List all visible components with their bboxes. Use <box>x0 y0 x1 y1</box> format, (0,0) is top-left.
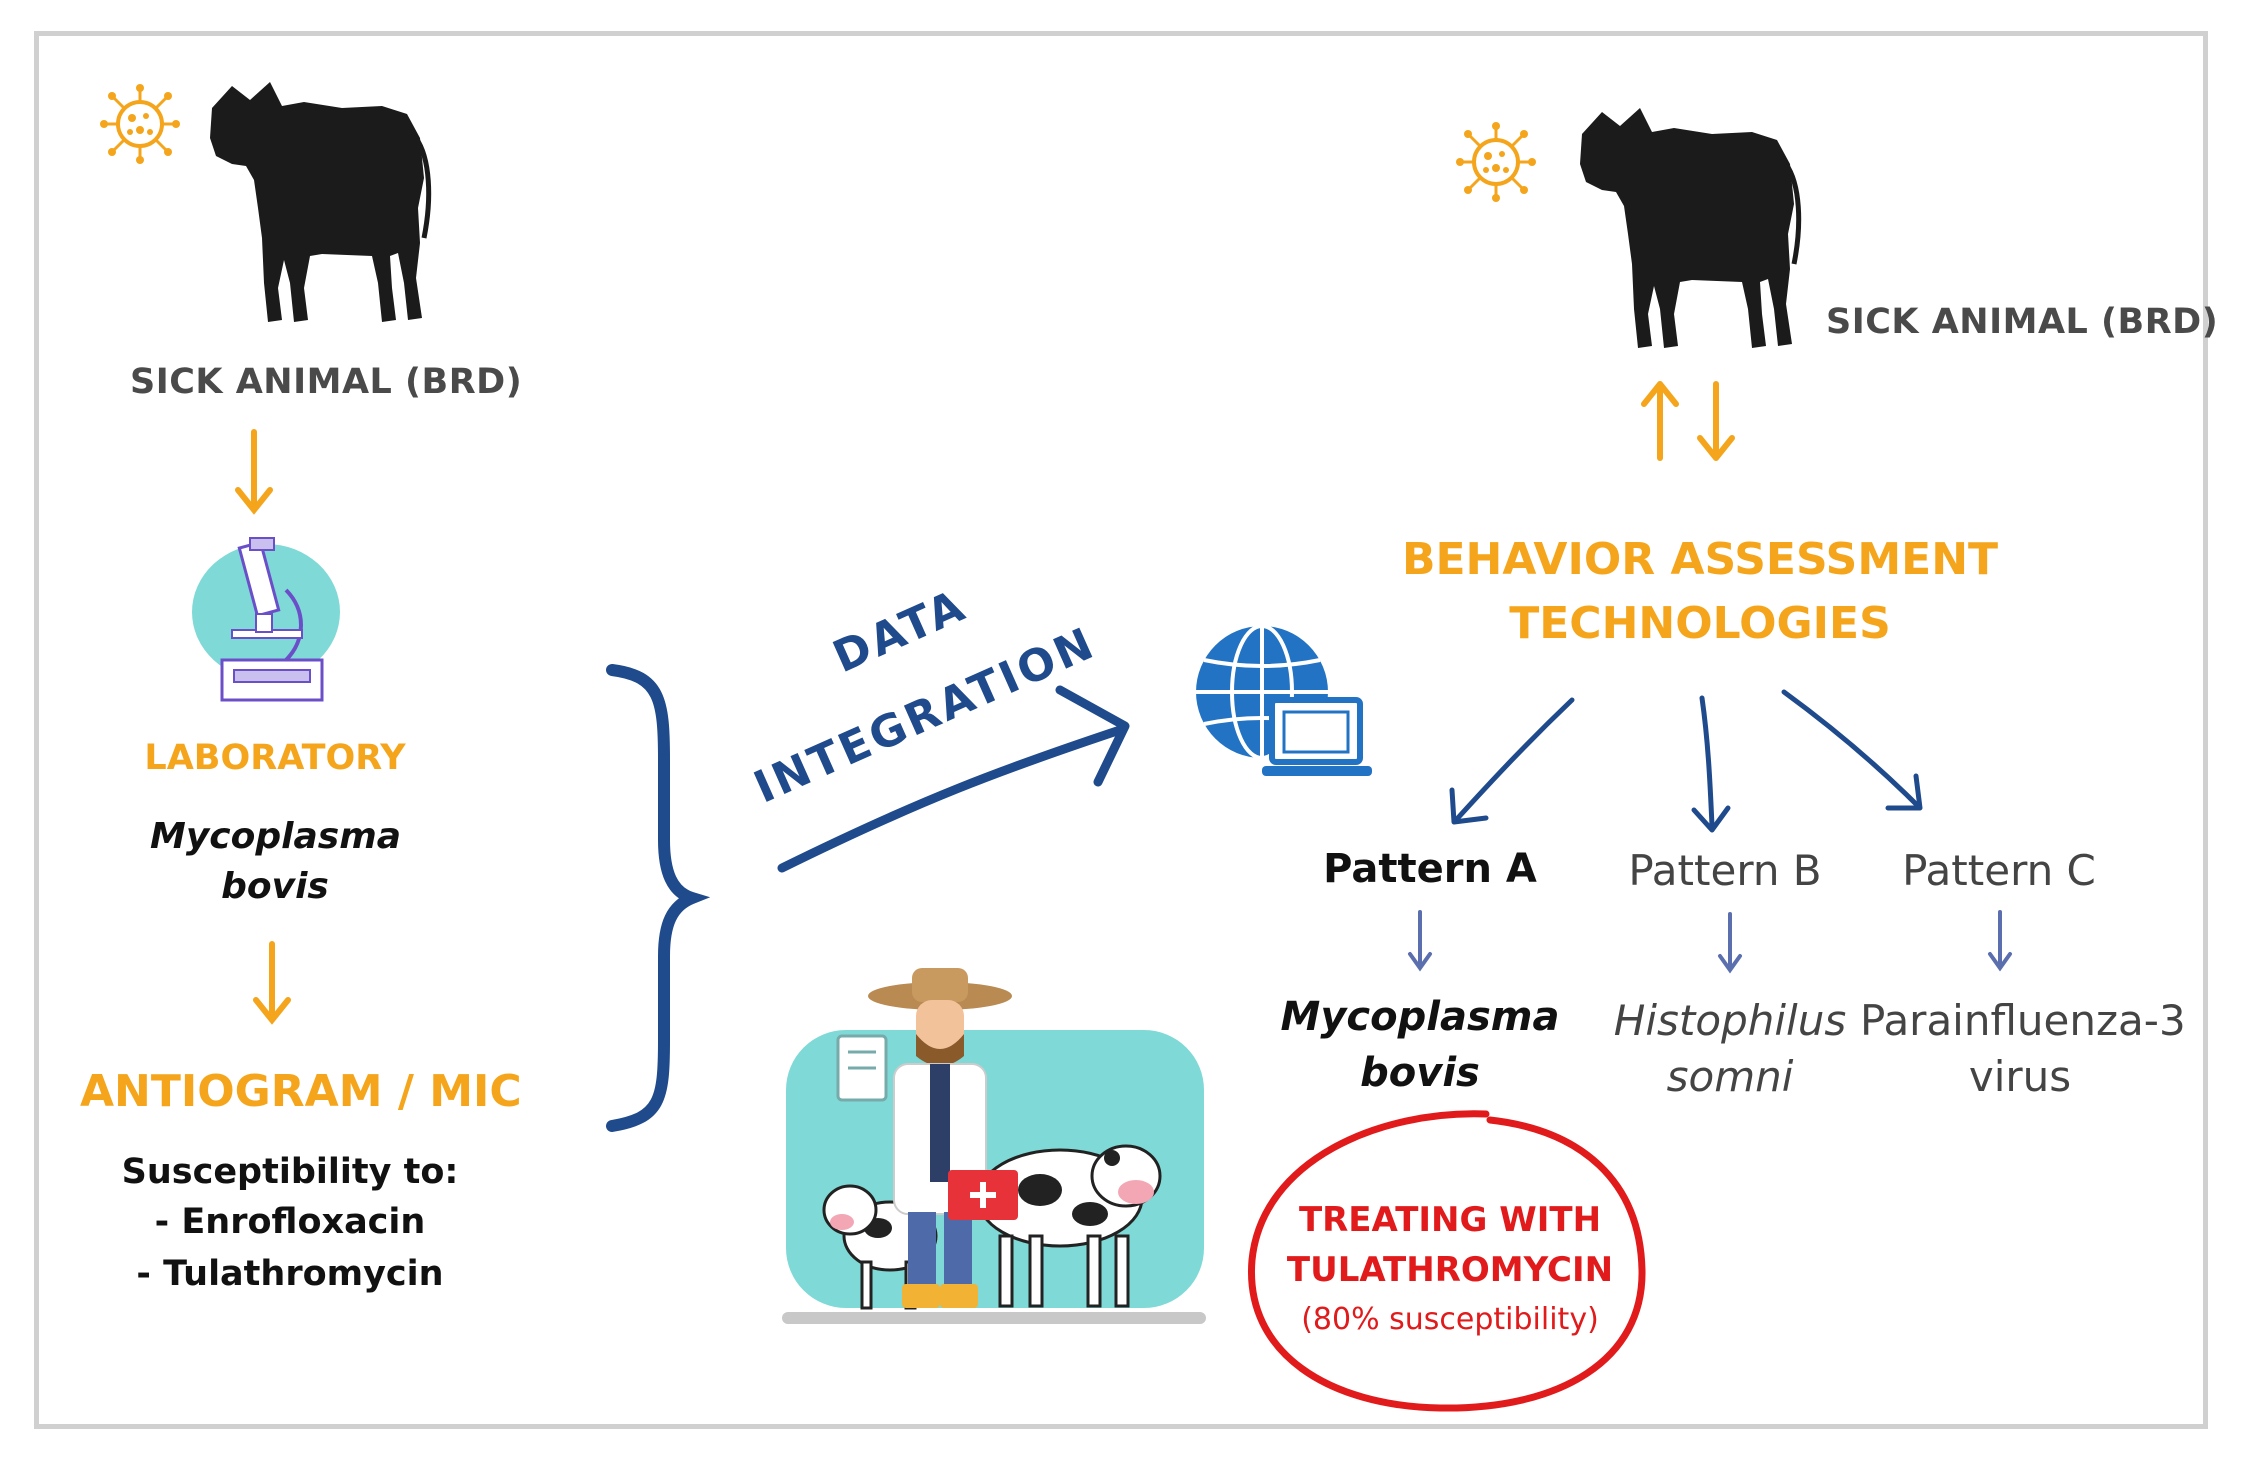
branch-arrows-icon <box>1449 689 1923 833</box>
sick-animal-label-right: SICK ANIMAL (BRD) <box>1826 302 2219 342</box>
behavior-assessment-line2: TECHNOLOGIES <box>1509 598 1891 649</box>
pattern-down-arrows-icon <box>1408 910 2012 974</box>
arrow-down-icon-1 <box>235 429 273 515</box>
calf-icon-left <box>210 82 429 322</box>
treatment-line3: (80% susceptibility) <box>1301 1302 1599 1337</box>
antiogram-label: ANTIOGRAM / MIC <box>80 1066 522 1117</box>
pattern-b-result-line2: somni <box>1666 1052 1794 1101</box>
treatment-line2: TULATHROMYCIN <box>1286 1250 1614 1290</box>
calf-icon-right <box>1580 108 1799 348</box>
pattern-a-result-line2: bovis <box>1360 1050 1480 1096</box>
pattern-c-label: Pattern C <box>1902 846 2096 895</box>
data-integration-arrow-icon <box>777 725 1125 873</box>
curly-brace-icon <box>606 664 711 1132</box>
pattern-c-result-line2: virus <box>1968 1052 2072 1101</box>
microscope-icon <box>192 537 340 702</box>
susceptibility-title: Susceptibility to: <box>121 1152 459 1192</box>
data-integration-arrowhead-icon <box>1055 685 1130 787</box>
lab-pathogen-line1: Mycoplasma <box>150 816 401 857</box>
virus-icon-right <box>1454 120 1538 204</box>
drug-item-enrofloxacin: - Enrofloxacin <box>154 1202 426 1242</box>
pattern-a-result-line1: Mycoplasma <box>1280 994 1560 1040</box>
drug-item-tulathromycin: - Tulathromycin <box>136 1254 444 1294</box>
lab-pathogen-line2: bovis <box>221 866 329 907</box>
pattern-c-result-line1: Parainfluenza-3 <box>1860 996 2186 1045</box>
pattern-b-result-line1: Histophilus <box>1613 996 1847 1045</box>
laboratory-label: LABORATORY <box>144 738 406 778</box>
veterinarian-illustration <box>782 968 1206 1324</box>
arrow-down-icon-2 <box>253 941 291 1025</box>
red-highlight-circle <box>1248 1110 1646 1412</box>
behavior-assessment-line1: BEHAVIOR ASSESSMENT <box>1401 534 1999 585</box>
virus-icon-left <box>98 82 182 166</box>
globe-computer-icon <box>1196 624 1372 776</box>
pattern-a-label: Pattern A <box>1323 846 1537 892</box>
up-down-arrows-icon <box>1641 381 1735 461</box>
pattern-b-label: Pattern B <box>1628 846 1822 895</box>
sick-animal-label-left: SICK ANIMAL (BRD) <box>130 362 523 402</box>
treatment-line1: TREATING WITH <box>1298 1200 1602 1240</box>
